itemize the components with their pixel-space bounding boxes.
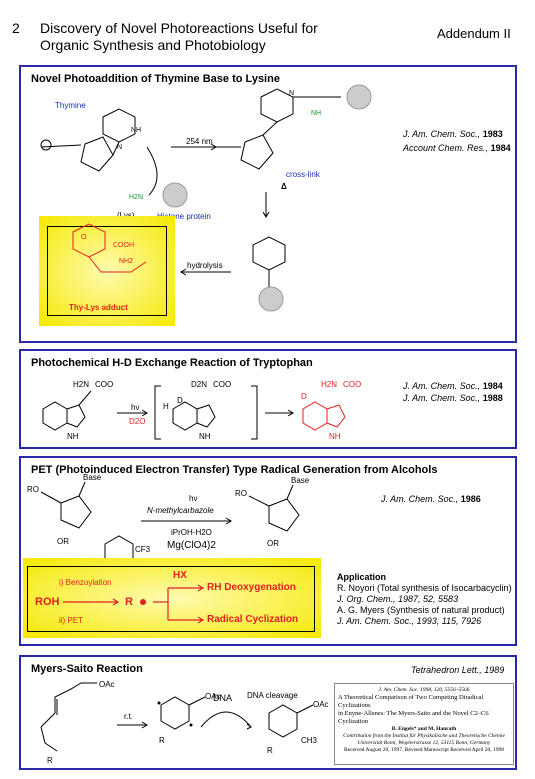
paper-cite: J. Am. Chem. Soc. 1998, 120, 5556–5566: [378, 687, 470, 693]
ref-acr-1984: Account Chem. Res., 1984: [403, 143, 511, 153]
svg-text:O: O: [81, 234, 87, 241]
svg-text:H2N: H2N: [129, 194, 143, 201]
adduct-label: Thy-Lys adduct: [69, 303, 128, 312]
paper-thumbnail: J. Am. Chem. Soc. 1998, 120, 5556–5566 A…: [334, 683, 514, 765]
panel-pet: PET (Photoinduced Electron Transfer) Typ…: [19, 456, 517, 646]
svg-text:OAc: OAc: [99, 680, 115, 689]
crosslink-label: cross-link: [286, 170, 320, 179]
panel-myers-saito: Myers-Saito Reaction Tetrahedron Lett., …: [19, 655, 517, 770]
application-heading: Application: [337, 572, 386, 582]
svg-text:D2N: D2N: [191, 380, 207, 389]
dna-cleavage-label: DNA cleavage: [247, 691, 298, 700]
panel-title: Myers-Saito Reaction: [31, 663, 143, 675]
paper-received: Received August 20, 1997. Revised Manusc…: [343, 747, 505, 753]
svg-text:R: R: [267, 746, 273, 755]
svg-text:D: D: [301, 392, 307, 401]
d2o-label: D2O: [129, 417, 146, 426]
panel-title: Photochemical H-D Exchange Reaction of T…: [31, 357, 313, 369]
svg-text:H: H: [163, 402, 169, 411]
svg-text:OAc: OAc: [313, 700, 329, 709]
pet-box: [27, 566, 315, 632]
step1-label: i) Benzoylation: [59, 578, 112, 587]
ref-jacs-1984: J. Am. Chem. Soc., 1984: [403, 381, 503, 391]
svg-text:H2N: H2N: [321, 380, 337, 389]
svg-text:NH: NH: [67, 432, 79, 441]
ref-jacs-1988: J. Am. Chem. Soc., 1988: [403, 393, 503, 403]
application-line: A. G. Myers (Synthesis of natural produc…: [337, 605, 505, 615]
ref-jacs-1983: J. Am. Chem. Soc., 1983: [403, 129, 503, 139]
application-line: R. Noyori (Total synthesis of Isocarbacy…: [337, 583, 512, 593]
panel-title: PET (Photoinduced Electron Transfer) Typ…: [31, 464, 438, 476]
adduct-highlight: Thy-Lys adduct: [39, 216, 175, 326]
paper-affiliation: Contribution from the Institut für Physi…: [343, 733, 505, 746]
hydrolysis-label: hydrolysis: [187, 261, 223, 270]
ref-tl-1989: Tetrahedron Lett., 1989: [411, 665, 505, 675]
application-line: J. Org. Chem., 1987, 52, 5583: [337, 594, 459, 604]
roh-label: ROH: [35, 596, 60, 608]
cyclization-label: Radical Cyclization: [207, 614, 299, 625]
lys-label: (Lys): [117, 211, 134, 220]
svg-text:NH: NH: [131, 127, 141, 134]
svg-text:R: R: [47, 756, 53, 765]
deoxygenation-scheme: RO Base OR CF3 RO Base OR: [27, 473, 310, 567]
svg-text:COOH: COOH: [113, 242, 134, 249]
svg-text:COO: COO: [213, 380, 231, 389]
svg-text:N: N: [117, 144, 122, 151]
deoxygenation-label: RH Deoxygenation: [207, 582, 296, 593]
application-block: Application R. Noyori (Total synthesis o…: [337, 572, 512, 627]
step2-label: ii) PET: [59, 616, 83, 625]
paper-authors: B. Engels* and M. Hanrath: [391, 726, 457, 732]
thymine-lysine-scheme: NH N H2N NH N O COOH NH2: [40, 84, 372, 312]
paper-title-1: A Theoretical Comparison of Two Competin…: [338, 694, 484, 709]
svg-text:N: N: [289, 90, 294, 97]
panel-title: Novel Photoaddition of Thymine Base to L…: [31, 73, 280, 85]
svg-text:H2N: H2N: [73, 380, 89, 389]
svg-text:COO: COO: [343, 380, 361, 389]
pet-highlight: ROH i) Benzoylation ii) PET R HX RH Deox…: [23, 558, 321, 638]
svg-text:Base: Base: [291, 476, 310, 485]
svg-text:CH3: CH3: [301, 736, 318, 745]
rt-label: r.t.: [124, 712, 133, 721]
svg-text:OR: OR: [267, 539, 279, 548]
reagent-carbazole: N-methylcarbazole: [147, 506, 214, 515]
svg-text:NH2: NH2: [119, 258, 133, 265]
svg-text:OR: OR: [57, 537, 69, 546]
hv-label: hν: [189, 494, 198, 503]
radical-label: R: [125, 596, 133, 608]
section-title: Discovery of Novel Photoreactions Useful…: [40, 20, 318, 53]
svg-text:RO: RO: [235, 489, 247, 498]
uv-label: 254 nm: [186, 137, 213, 146]
hx-label: HX: [173, 570, 187, 581]
paper-title-2: in Enyne-Allenes: The Myers-Saito and th…: [338, 710, 489, 717]
panel-thymine-lysine: Novel Photoaddition of Thymine Base to L…: [19, 65, 517, 343]
ref-jacs-1986: J. Am. Chem. Soc., 1986: [381, 494, 481, 504]
addendum-label: Addendum II: [437, 26, 511, 41]
svg-text:D: D: [177, 396, 183, 405]
hv-label: hν: [131, 403, 140, 412]
svg-text:OAc: OAc: [205, 692, 221, 701]
svg-text:R: R: [159, 736, 165, 745]
reagent-solvent: iPrOH-H2O: [171, 528, 212, 537]
section-number: 2: [12, 20, 20, 36]
dna-label: DNA: [213, 693, 233, 703]
application-line: J. Am. Chem. Soc., 1993, 115, 7926: [337, 616, 482, 626]
svg-text:NH: NH: [329, 432, 341, 441]
paper-title-3: Cyclization: [338, 718, 368, 725]
histone-label: Histone protein: [157, 212, 211, 221]
svg-text:Base: Base: [83, 473, 102, 482]
thymine-label: Thymine: [55, 101, 86, 110]
adduct-box: [47, 226, 167, 316]
svg-text:COO: COO: [95, 380, 113, 389]
reagent-mg: Mg(ClO4)2: [167, 540, 216, 551]
panel-tryptophan: Photochemical H-D Exchange Reaction of T…: [19, 349, 517, 449]
delta-label: Δ: [281, 182, 287, 191]
svg-text:CF3: CF3: [135, 545, 151, 554]
svg-text:RO: RO: [27, 485, 39, 494]
svg-text:NH: NH: [199, 432, 211, 441]
svg-text:NH: NH: [311, 110, 321, 117]
pet-arrows: [63, 584, 205, 624]
